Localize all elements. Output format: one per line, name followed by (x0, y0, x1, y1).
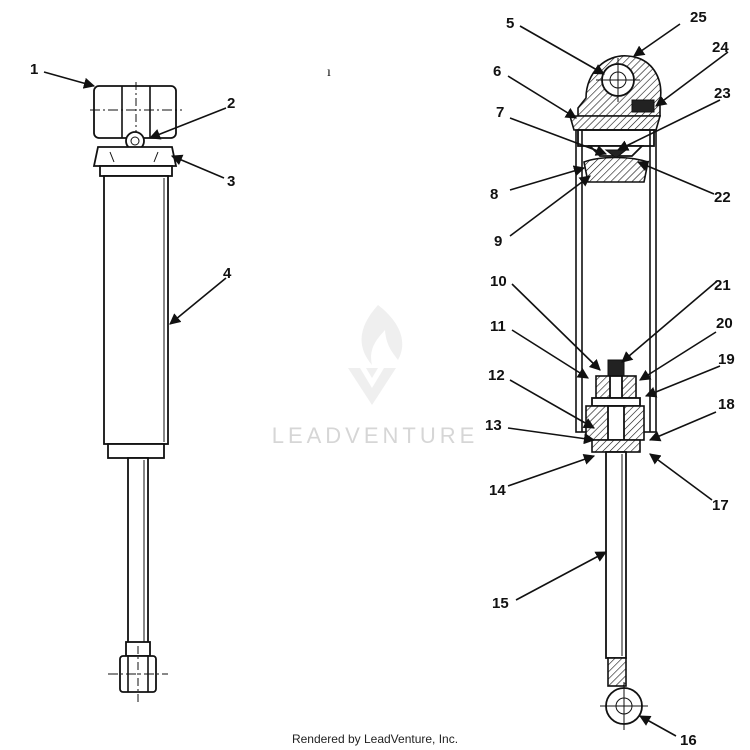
callout-labels: 1 2 3 4 5 6 7 8 9 10 11 12 13 14 15 16 1… (30, 9, 735, 749)
callout-9: 9 (494, 233, 502, 250)
callout-18: 18 (718, 396, 735, 413)
callout-22: 22 (714, 189, 731, 206)
callout-16: 16 (680, 732, 697, 749)
leader-lines (43, 23, 729, 737)
callout-7: 7 (496, 104, 504, 121)
right-shock-cross-section (568, 55, 662, 730)
footer-credit: Rendered by LeadVenture, Inc. (292, 732, 458, 746)
callout-25: 25 (690, 9, 707, 26)
callout-20: 20 (716, 315, 733, 332)
callout-19: 19 (718, 351, 735, 368)
callout-6: 6 (493, 63, 501, 80)
watermark-logo (348, 305, 403, 405)
callout-3: 3 (227, 173, 235, 190)
callout-12: 12 (488, 367, 505, 384)
watermark-text: LEADVENTURE (272, 423, 479, 448)
callout-2: 2 (227, 95, 235, 112)
callout-8: 8 (490, 186, 498, 203)
callout-24: 24 (712, 39, 729, 56)
callout-14: 14 (489, 482, 506, 499)
callout-21: 21 (714, 277, 731, 294)
callout-4: 4 (223, 265, 232, 282)
stray-mark: ı (327, 65, 331, 80)
callout-17: 17 (712, 497, 729, 514)
callout-10: 10 (490, 273, 507, 290)
callout-15: 15 (492, 595, 509, 612)
left-shock-assembly (90, 82, 182, 702)
callout-13: 13 (485, 417, 502, 434)
callout-23: 23 (714, 85, 731, 102)
callout-1: 1 (30, 61, 38, 78)
callout-5: 5 (506, 15, 514, 32)
callout-11: 11 (490, 318, 506, 335)
